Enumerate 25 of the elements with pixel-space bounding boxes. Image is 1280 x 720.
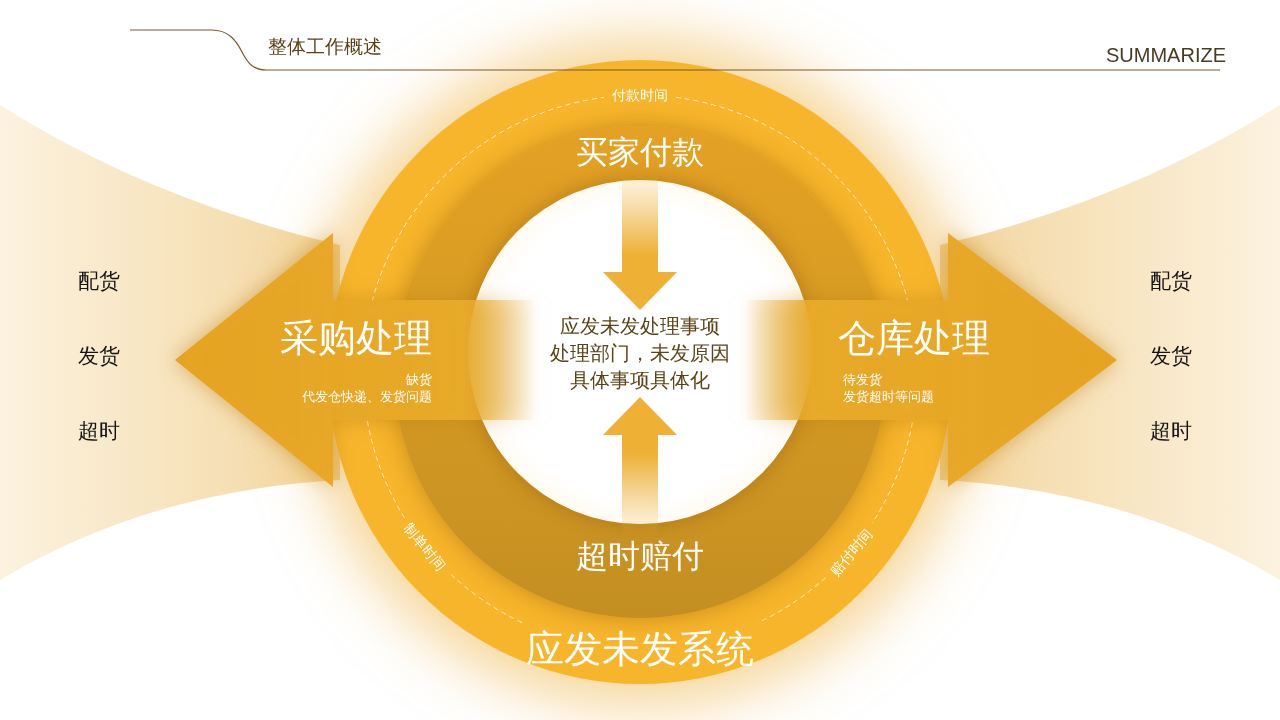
fan-label: 超时 xyxy=(78,418,120,444)
fan-label: 超时 xyxy=(1150,418,1192,444)
fan-label: 配货 xyxy=(1150,268,1192,294)
arrow-note: 缺货 xyxy=(406,371,432,388)
fan-label: 发货 xyxy=(78,343,120,369)
arc-label: 赔付时间 xyxy=(825,524,876,580)
arrow-note: 代发仓快递、发货问题 xyxy=(302,388,432,405)
block-arrow xyxy=(175,233,536,487)
arrow-title: 采购处理 xyxy=(280,316,432,361)
header-label: SUMMARIZE xyxy=(1106,43,1226,68)
ring-label: 买家付款 xyxy=(572,134,708,170)
fan-label: 配货 xyxy=(78,268,120,294)
arc-label: 付款时间 xyxy=(612,86,668,104)
arrow-note: 发货超时等问题 xyxy=(843,388,934,405)
fan-label: 发货 xyxy=(1150,343,1192,369)
page-title: 整体工作概述 xyxy=(268,35,382,59)
arc-label: 制单时间 xyxy=(400,519,450,575)
ring-title: 应发未发系统 xyxy=(526,627,754,671)
ring-label: 超时赔付 xyxy=(572,538,708,574)
center-text: 处理部门，未发原因 xyxy=(550,341,730,366)
block-arrow xyxy=(744,233,1117,487)
arrow-note: 待发货 xyxy=(843,371,882,388)
center-text: 应发未发处理事项 xyxy=(560,314,720,339)
arrow-title: 仓库处理 xyxy=(838,316,990,361)
center-text: 具体事项具体化 xyxy=(570,368,710,393)
